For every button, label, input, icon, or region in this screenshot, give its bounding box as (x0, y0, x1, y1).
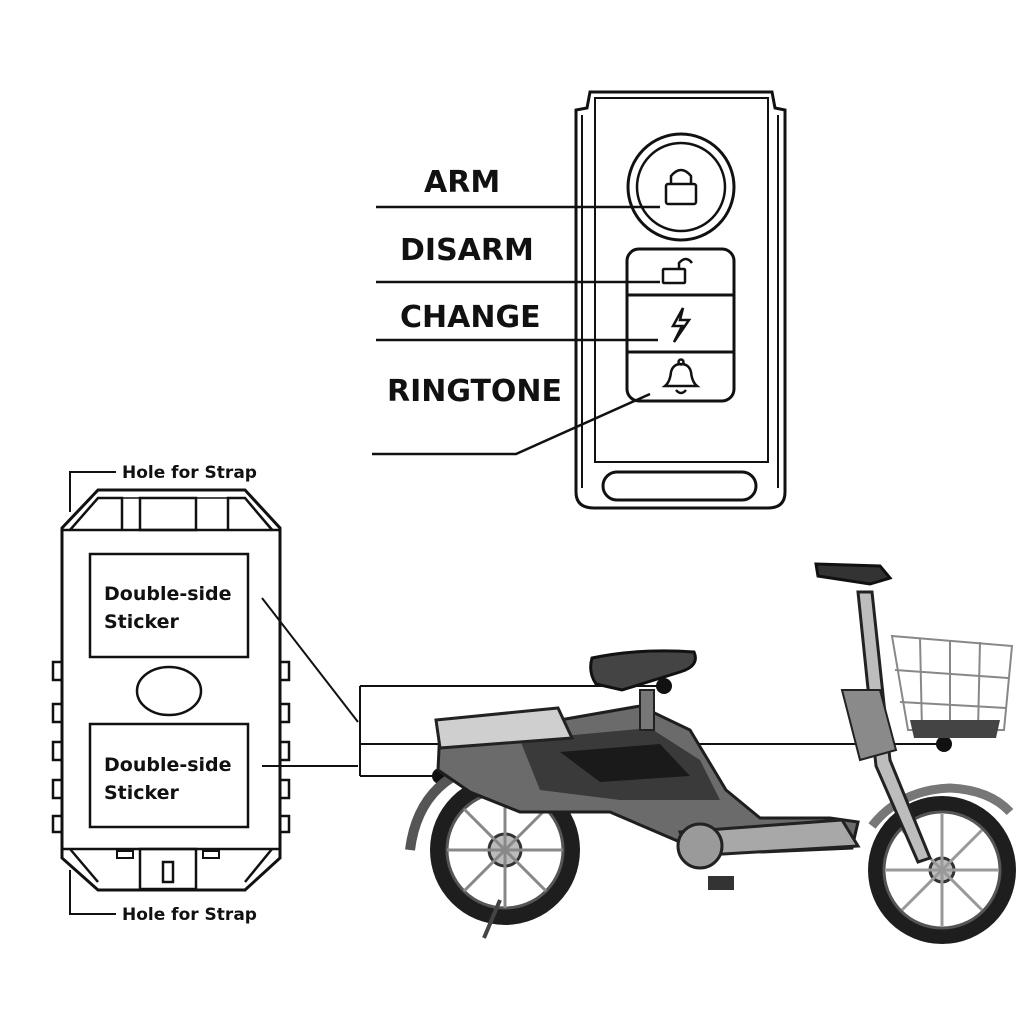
alarm-unit (51, 488, 291, 892)
hole-for-strap-top-label: Hole for Strap (122, 463, 257, 483)
sticker-top-line2: Sticker (104, 611, 180, 633)
disarm-button[interactable] (661, 257, 693, 285)
e-bike (405, 562, 1016, 944)
button-stack (625, 247, 736, 403)
remote-body (574, 90, 787, 510)
arm-label: ARM (424, 165, 500, 200)
change-label: CHANGE (400, 300, 541, 335)
sticker-bottom (88, 722, 250, 829)
lightning-icon (670, 307, 692, 343)
strap-leader-lines (69, 471, 116, 915)
remote-leader-lines (372, 205, 660, 456)
front-wheel (868, 796, 1016, 944)
hole-for-strap-bottom-label: Hole for Strap (122, 905, 257, 925)
sticker-top-line1: Double-side (104, 583, 232, 605)
basket (890, 634, 1014, 731)
ringtone-label: RINGTONE (387, 374, 562, 409)
ringtone-button[interactable] (661, 358, 701, 395)
bell-icon (661, 358, 701, 395)
disarm-label: DISARM (400, 233, 534, 268)
sticker-bottom-line1: Double-side (104, 754, 232, 776)
sticker-bottom-line2: Sticker (104, 782, 180, 804)
remote-control (574, 90, 787, 510)
sensor-hole (135, 665, 203, 717)
remote-strap-slot (601, 470, 758, 502)
bottom-strap-holes (69, 847, 273, 891)
side-clips (51, 660, 291, 834)
change-button[interactable] (670, 307, 692, 343)
lock-open-icon (661, 257, 693, 285)
alarm-unit-body (60, 488, 282, 892)
top-strap-holes (69, 496, 273, 532)
arm-button[interactable] (626, 132, 736, 242)
lock-closed-icon (664, 168, 698, 206)
sticker-top (88, 552, 250, 659)
